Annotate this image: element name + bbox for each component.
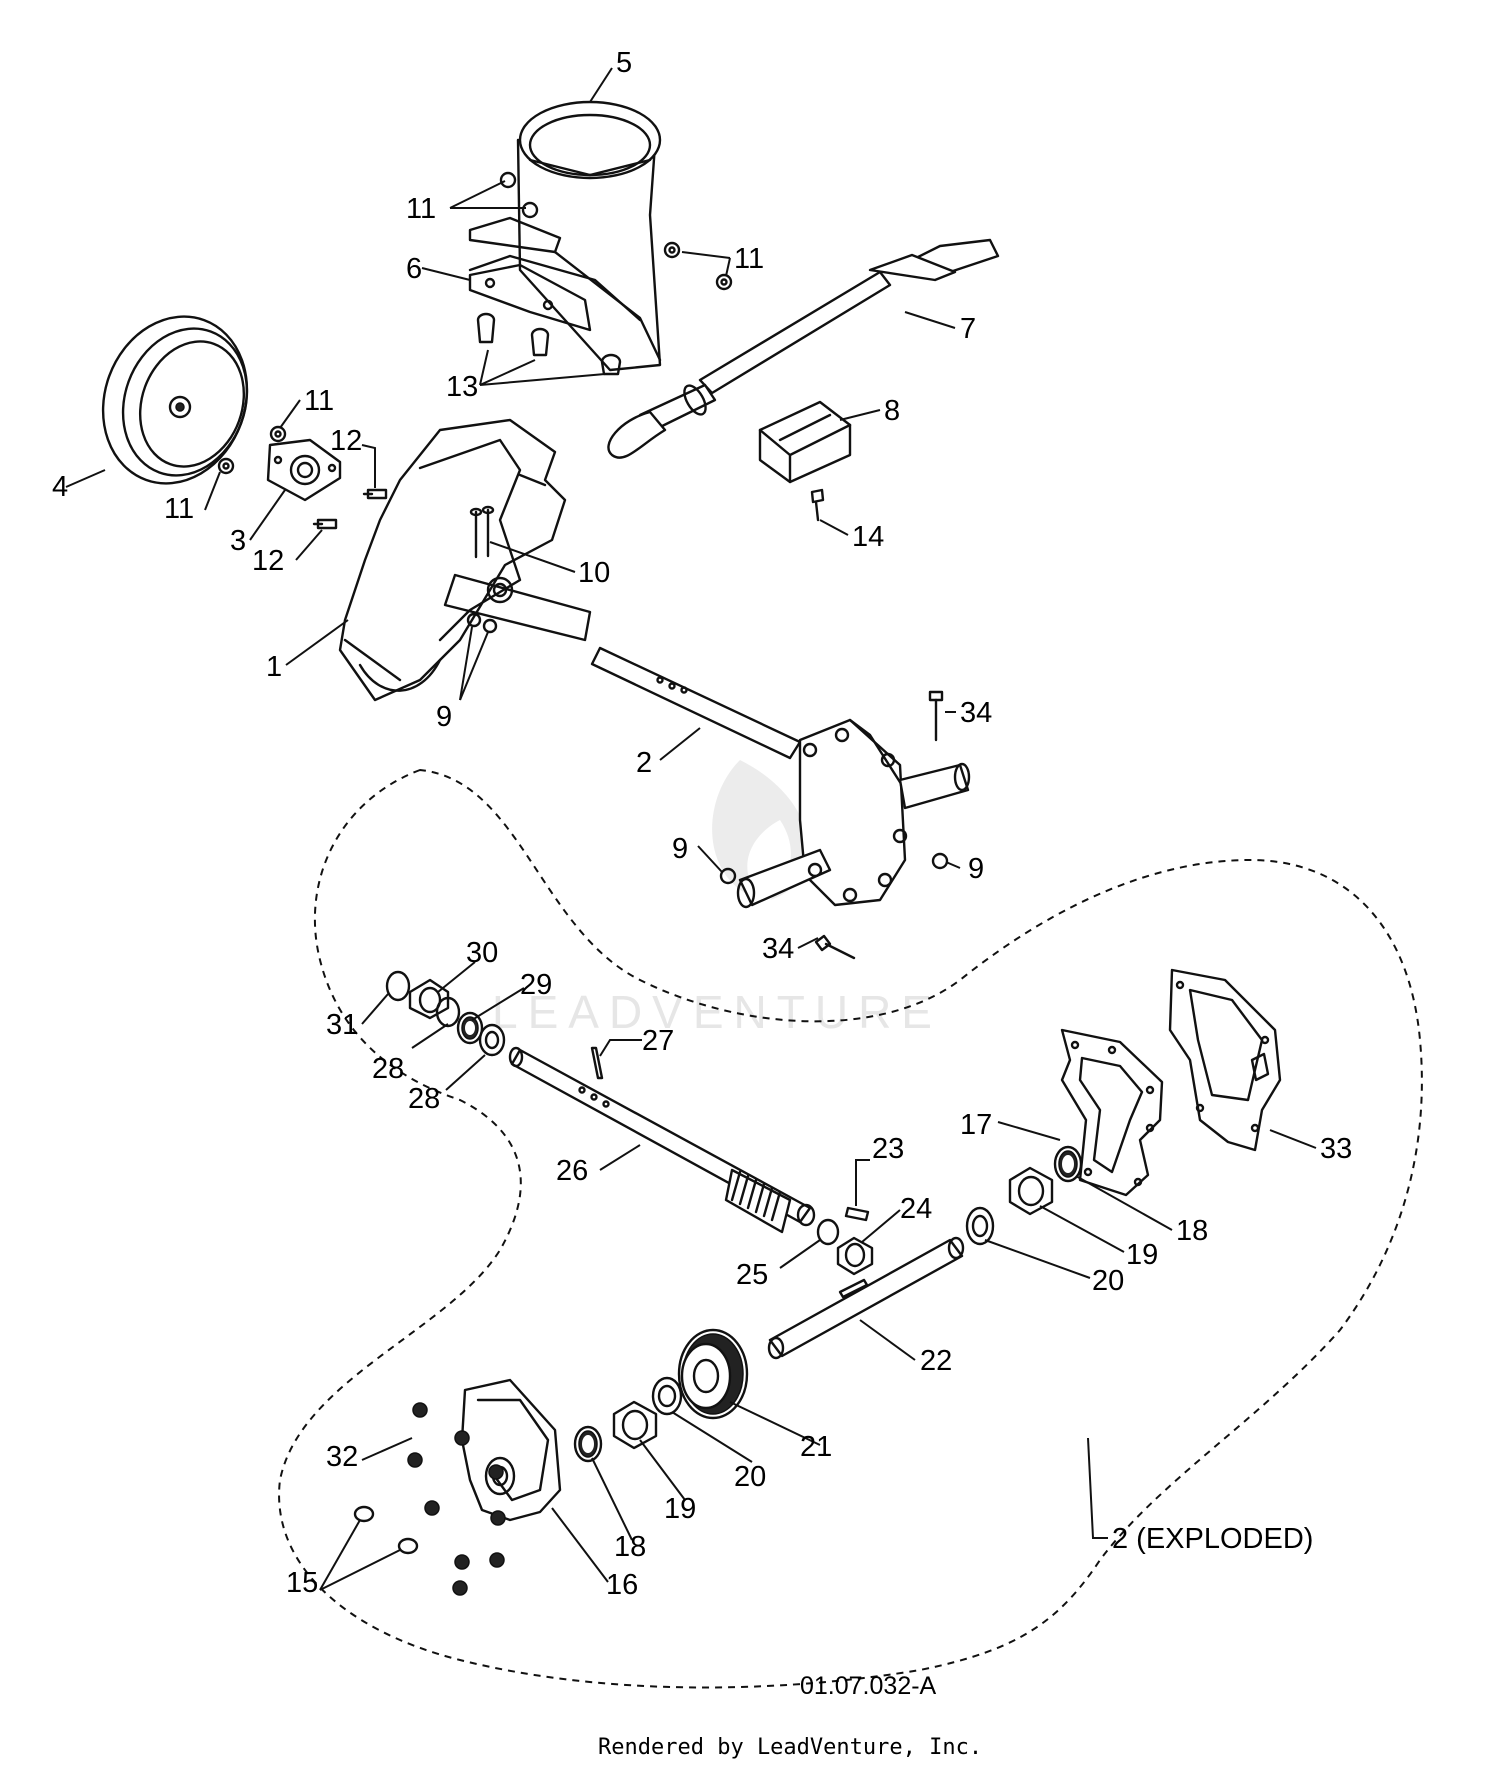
part-16-gearbox-half [460, 1378, 562, 1522]
part-8-bracket [758, 400, 852, 484]
callout-4: 4 [52, 471, 68, 503]
callout-7: 7 [960, 313, 976, 345]
part-12-bolts [312, 488, 388, 530]
part-15-pins [353, 1505, 419, 1555]
callout-16: 16 [606, 1569, 638, 1601]
callout-11: 11 [164, 493, 194, 525]
callout-33: 33 [1320, 1133, 1352, 1165]
watermark-text: LEADVENTURE [492, 986, 942, 1038]
part-26-worm-shaft [508, 1046, 816, 1234]
callout-23: 23 [872, 1133, 904, 1165]
callout-20: 20 [734, 1461, 766, 1493]
callout-18: 18 [614, 1531, 646, 1563]
exploded-view-boundary [278, 768, 1423, 1689]
callout-5: 5 [616, 47, 632, 79]
callout-2: 2 [636, 747, 652, 779]
callout-29: 29 [520, 969, 552, 1001]
part-33-gearbox-half [1168, 968, 1282, 1152]
callout-34: 34 [960, 697, 992, 729]
callout-1: 1 [266, 651, 282, 683]
part-5-chute [468, 100, 662, 372]
part-17-gasket [1060, 1028, 1164, 1197]
part-2-auger-gearbox [590, 646, 971, 909]
callout-11: 11 [304, 385, 334, 417]
part-11-nuts-upper [663, 241, 733, 291]
callout-28: 28 [372, 1053, 404, 1085]
part-6-plate [468, 263, 592, 332]
part-21-gear [677, 1328, 749, 1420]
callout-26: 26 [556, 1155, 588, 1187]
callout-13: 13 [446, 371, 478, 403]
part-29-seal [456, 1011, 484, 1045]
callout-9: 9 [968, 853, 984, 885]
diagram-reference: 01.07.032-A [800, 1672, 937, 1700]
callout-8: 8 [884, 395, 900, 427]
callout-labels: 5 11 6 11 7 13 11 8 12 4 11 3 12 14 10 1… [52, 47, 1352, 1601]
part-9-nuts-gearbox [719, 852, 949, 885]
callout-27: 27 [642, 1025, 674, 1057]
part-28-washers [435, 996, 506, 1057]
watermark: LEADVENTURE [492, 760, 942, 1038]
callout-9: 9 [436, 701, 452, 733]
callout-18: 18 [1176, 1215, 1208, 1247]
callout-34: 34 [762, 933, 794, 965]
callout-10: 10 [578, 557, 610, 589]
callout-21: 21 [800, 1431, 832, 1463]
callout-20: 20 [1092, 1265, 1124, 1297]
part-1-frame [338, 418, 592, 702]
callout-22: 22 [920, 1345, 952, 1377]
callout-17: 17 [960, 1109, 992, 1141]
part-20-washers [651, 1206, 995, 1416]
part-11-nuts-lower [217, 425, 287, 475]
part-7-chute-crank [607, 238, 1000, 459]
part-9-nuts-frame [466, 612, 498, 634]
callout-14: 14 [852, 521, 884, 553]
callout-25: 25 [736, 1259, 768, 1291]
part-32-screws [407, 1402, 506, 1596]
callout-31: 31 [326, 1009, 358, 1041]
callout-19: 19 [1126, 1239, 1158, 1271]
callout-6: 6 [406, 253, 422, 285]
callout-19: 19 [664, 1493, 696, 1525]
callout-9: 9 [672, 833, 688, 865]
part-34-bolts [814, 690, 944, 960]
part-19-bushings [612, 1166, 1054, 1450]
part-3-flange-bearing [266, 438, 342, 502]
part-14-screw [810, 488, 825, 522]
part-18-seals [573, 1145, 1083, 1463]
part-22-output-shaft [767, 1236, 965, 1360]
render-credit: Rendered by LeadVenture, Inc. [598, 1735, 982, 1760]
exploded-label: 2 (EXPLODED) [1112, 1523, 1313, 1555]
part-24-bushing [836, 1236, 874, 1276]
callout-12: 12 [330, 425, 362, 457]
callout-15: 15 [286, 1567, 318, 1599]
callout-32: 32 [326, 1441, 358, 1473]
part-10-pins [469, 505, 495, 559]
part-31-ring [385, 970, 411, 1002]
callout-28: 28 [408, 1083, 440, 1115]
part-25-washer [816, 1218, 840, 1246]
part-4-pulley [101, 315, 249, 485]
callout-11: 11 [406, 193, 436, 225]
callout-3: 3 [230, 525, 246, 557]
callout-12: 12 [252, 545, 284, 577]
leader-lines [65, 67, 1317, 1591]
part-27-key [590, 1046, 604, 1080]
callout-30: 30 [466, 937, 498, 969]
callout-11: 11 [734, 243, 764, 275]
part-13-carriage-bolts [476, 312, 622, 376]
part-23-key [844, 1206, 870, 1222]
callout-24: 24 [900, 1193, 932, 1225]
